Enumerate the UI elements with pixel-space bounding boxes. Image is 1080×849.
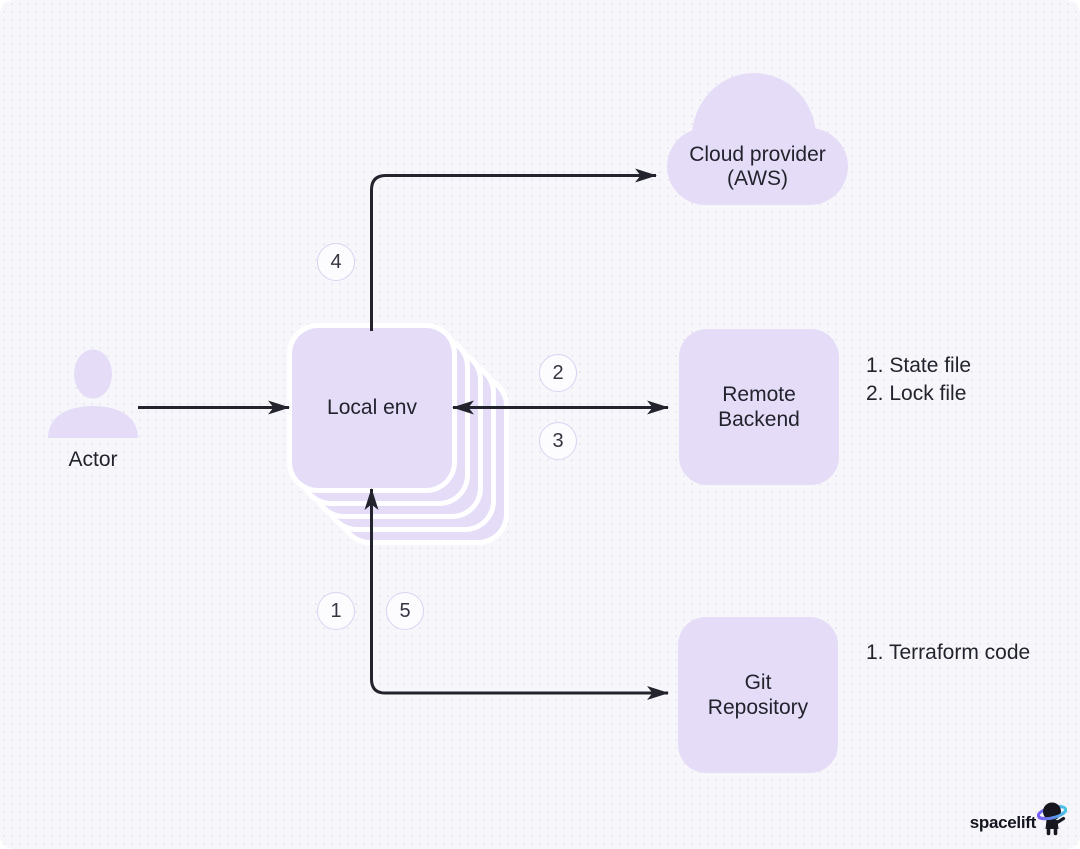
git-repository-line1: Git bbox=[744, 671, 772, 694]
step-badge-5-label: 5 bbox=[399, 599, 411, 622]
step-badge-1-label: 1 bbox=[330, 599, 342, 622]
note-lock-file: 2. Lock file bbox=[866, 382, 967, 405]
step-badge-4: 4 bbox=[317, 243, 355, 281]
step-badge-5: 5 bbox=[386, 592, 424, 630]
git-repository-node: Git Repository bbox=[678, 617, 838, 773]
step-badge-3-label: 3 bbox=[552, 429, 564, 452]
cloud-provider-line2: (AWS) bbox=[726, 166, 789, 190]
cloud-provider-label: Cloud provider (AWS) bbox=[667, 128, 848, 205]
cloud-provider-line1: Cloud provider bbox=[689, 142, 826, 166]
remote-backend-line2: Backend bbox=[718, 408, 800, 431]
remote-backend-node: Remote Backend bbox=[679, 329, 839, 485]
note-state-file: 1. State file bbox=[866, 354, 972, 377]
git-repository-notes: 1. Terraform code bbox=[866, 639, 1030, 667]
note-terraform-code: 1. Terraform code bbox=[866, 641, 1031, 664]
step-badge-3: 3 bbox=[539, 422, 577, 460]
step-badge-2-label: 2 bbox=[552, 361, 564, 384]
spacelift-wordmark: spacelift bbox=[969, 813, 1037, 832]
actor-label: Actor bbox=[68, 448, 118, 471]
remote-backend-line1: Remote bbox=[722, 383, 796, 406]
arrow-local-env-to-cloud bbox=[370, 168, 657, 331]
spacelift-logo: spacelift bbox=[970, 799, 1067, 836]
step-badge-2: 2 bbox=[539, 354, 577, 392]
spacelift-astronaut-icon bbox=[1037, 802, 1067, 836]
local-env-label: Local env bbox=[327, 396, 417, 419]
git-repository-line2: Repository bbox=[707, 696, 809, 719]
local-env-node: Local env bbox=[292, 328, 504, 540]
actor-person-icon bbox=[48, 349, 138, 438]
step-badge-4-label: 4 bbox=[330, 250, 342, 273]
local-env-box: Local env bbox=[292, 328, 452, 488]
step-badge-1: 1 bbox=[317, 592, 355, 630]
remote-backend-notes: 1. State file 2. Lock file bbox=[866, 352, 971, 408]
cloud-shape bbox=[667, 73, 848, 205]
